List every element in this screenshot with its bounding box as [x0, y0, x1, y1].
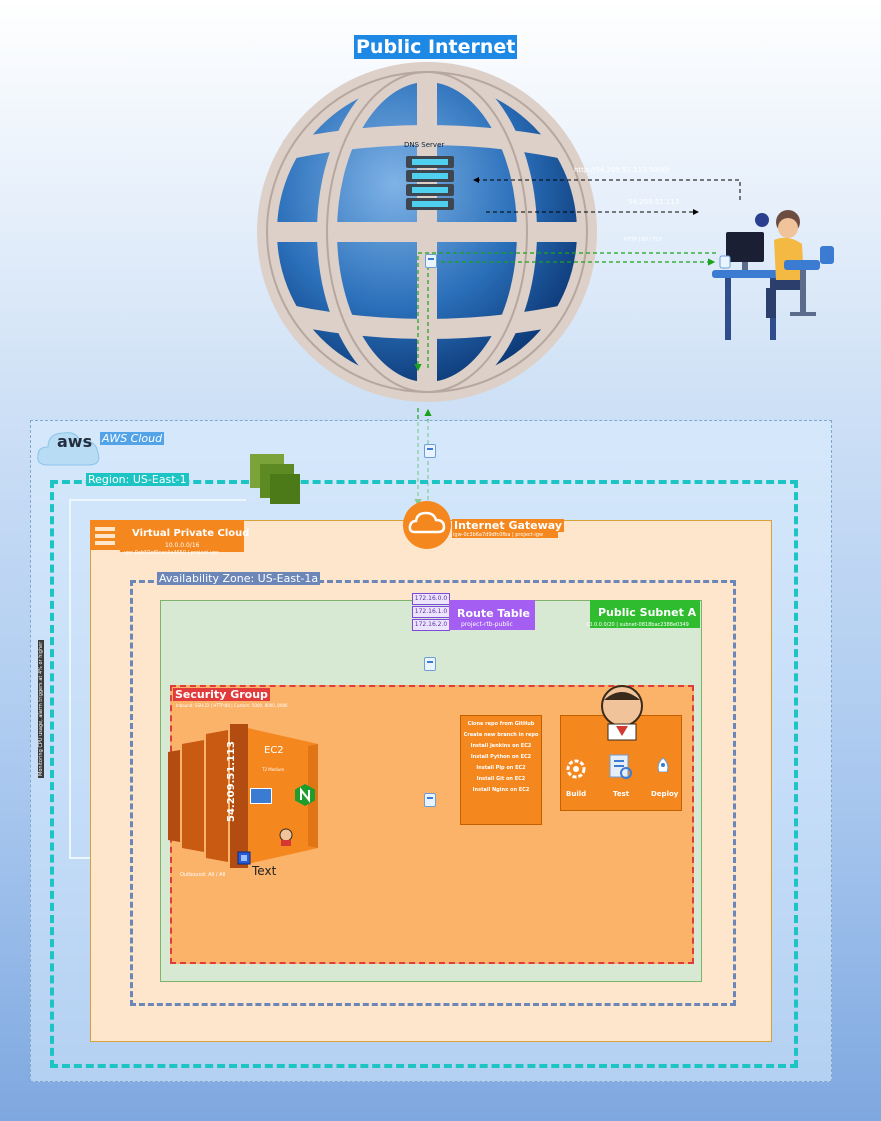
stage-test: Test — [613, 790, 630, 798]
setup-step: Clone repo from GitHub — [467, 721, 535, 727]
vpc-title: Virtual Private Cloud — [132, 528, 250, 539]
setup-step: Create new branch in repo — [463, 732, 539, 738]
server-icon — [406, 156, 454, 210]
ec2-outbound-rules: Outbound: All / All — [180, 872, 226, 878]
cloudwatch-icon — [250, 454, 300, 504]
setup-step: Install Jenkins on EC2 — [470, 743, 532, 749]
subnet-title: Public Subnet A — [598, 606, 697, 619]
packet-icon — [424, 657, 436, 671]
ec2-tag: EC2 — [262, 742, 288, 764]
nginx-icon — [295, 784, 315, 806]
build-icon — [566, 759, 586, 779]
globe-icon — [257, 62, 597, 402]
setup-step: Install Git on EC2 — [476, 776, 526, 782]
deploy-rocket-icon — [657, 757, 669, 778]
availability-zone-label: Availability Zone: US-East-1a — [157, 572, 321, 585]
flow-url-label: http://54.209.51.113:5000/ — [574, 166, 670, 174]
vpc-cidr: 10.0.0.0/16 — [165, 542, 200, 549]
subnet-tag: Public Subnet A — [590, 600, 700, 628]
setup-step: Install Nginx on EC2 — [472, 787, 530, 793]
ec2-ip: 54.209.51.113 — [226, 741, 237, 822]
igw-title: Internet Gateway — [452, 519, 565, 532]
jenkins-small-icon — [279, 828, 293, 846]
region-label: Region: US-East-1 — [86, 473, 189, 486]
route-entry: 172.16.1.0 — [412, 606, 450, 618]
internet-gateway-icon — [403, 501, 451, 549]
setup-steps-box: Clone repo from GitHub Create new branch… — [460, 715, 542, 825]
route-table-name: project-rtb-public — [461, 621, 513, 628]
route-entry: 172.16.2.0 — [412, 619, 450, 631]
route-table-title: Route Table — [457, 607, 531, 620]
setup-step: Install Python on EC2 — [470, 754, 532, 760]
ec2-text-label: Text — [252, 864, 277, 878]
user-at-computer-icon — [712, 210, 834, 340]
vpc-tag: Virtual Private Cloud 10.0.0.0/16 vpc-0a… — [120, 520, 249, 556]
region-boundary — [50, 480, 798, 1068]
test-icon — [609, 754, 632, 779]
ec2-instance-type: T2 Medium — [262, 767, 285, 772]
ec2-icon — [168, 724, 318, 868]
ec2-title: EC2 — [264, 745, 284, 756]
packet-icon — [424, 444, 436, 458]
aws-logo-icon — [37, 432, 100, 466]
cpu-chip-icon — [237, 851, 251, 865]
packet-icon — [425, 254, 437, 268]
route-table-tag: Route Table project-rtb-public — [449, 600, 535, 630]
vpc-id: vpc-0ab50ef0cac4a4650 | project-vpc — [124, 550, 219, 556]
packet-icon — [424, 793, 436, 807]
subnet-cidr: 10.0.0.0/20 | subnet-0818bac2388e0349 — [586, 622, 689, 628]
stage-deploy: Deploy — [651, 790, 679, 798]
setup-step: Install Pip on EC2 — [476, 765, 526, 771]
availability-zone-boundary — [130, 580, 736, 1006]
route-entry: 172.16.0.0 — [412, 593, 450, 605]
diagram-title: Public Internet — [354, 35, 518, 59]
aws-cloud-label: AWS Cloud — [100, 432, 165, 445]
security-group-rules: Inbound: SSH:22 | HTTP:80 | Custom: 5000… — [176, 703, 288, 708]
jenkins-icon — [601, 685, 643, 741]
dns-server-label: DNS Server — [404, 141, 445, 149]
aws-logo-text: aws — [57, 432, 93, 451]
app-window-icon — [250, 788, 272, 804]
igw-id: igw-0c3b6a7d9dfc0fba | project-igw — [452, 532, 558, 538]
flow-ip-label: 54.209.51.113 — [628, 198, 680, 206]
security-group-title: Security Group — [173, 688, 270, 701]
flow-protocol-label: HTTP | 80 | TCP — [624, 237, 663, 243]
stage-build: Build — [566, 790, 587, 798]
cloudwatch-note: Monitoring CPU usage, alarm triggers at … — [38, 639, 44, 778]
vpc-icon — [90, 520, 120, 550]
